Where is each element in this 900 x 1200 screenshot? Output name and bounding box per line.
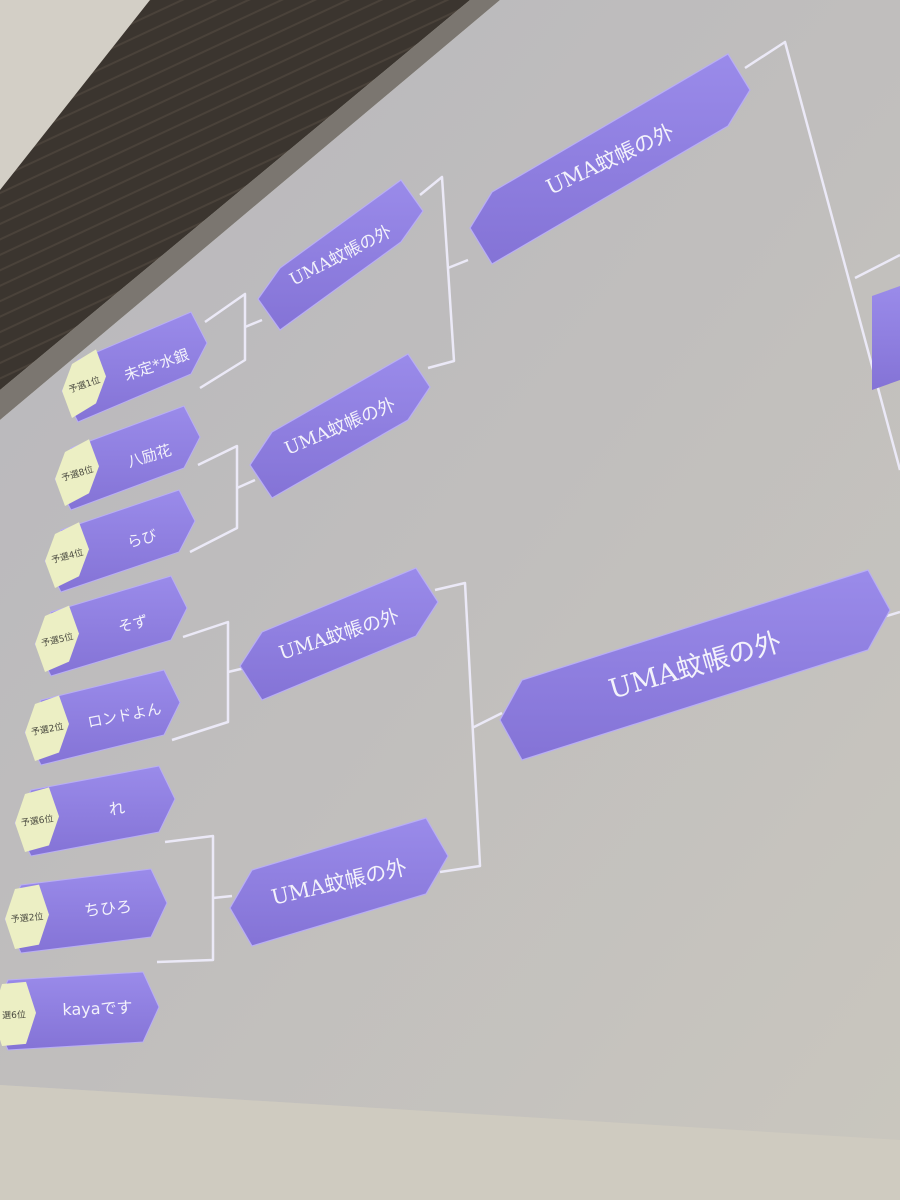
lower-wall — [0, 1085, 900, 1200]
entrant-name: kayaです — [62, 998, 133, 1019]
entrant-box — [0, 971, 160, 1051]
round-boxes: UMA蚊帳の外UMA蚊帳の外UMA蚊帳の外UMA蚊帳の外UMA蚊帳の外UMA蚊帳… — [229, 53, 891, 947]
seed-badge — [55, 439, 99, 506]
round2-match-4: UMA蚊帳の外 — [229, 817, 449, 947]
match-box — [249, 353, 431, 499]
seed-badge — [45, 522, 89, 588]
seed-label: 選6位 — [2, 1009, 26, 1022]
entrant-name: れ — [108, 798, 127, 819]
seed-label: 予選2位 — [10, 910, 44, 925]
entrant-5: 予選2位ロンドよん — [24, 669, 181, 766]
offscreen-final-box — [872, 286, 900, 390]
seed-badge — [35, 605, 79, 672]
seed-badge — [25, 695, 69, 761]
seed-badge — [62, 349, 106, 418]
round3-match-1: UMA蚊帳の外 — [469, 53, 751, 265]
seed-badge — [0, 981, 36, 1046]
seed-badge — [15, 787, 59, 852]
entrant-name: ちひろ — [83, 897, 132, 920]
entrant-8: 選6位 kayaです — [0, 971, 160, 1051]
seed-badge — [5, 884, 49, 949]
bracket-lines — [156, 40, 900, 964]
match-box — [499, 569, 891, 761]
match-box — [469, 53, 751, 265]
entrant-7: 予選2位 ちひろ — [4, 868, 168, 954]
projection-screen — [0, 0, 900, 1140]
match-box — [229, 817, 449, 947]
match-box — [257, 179, 424, 331]
match-box — [239, 567, 439, 701]
entrant-list: 予選1位未定*水銀予選8位八励花予選4位らび予選5位そず予選2位ロンドよん予選6… — [0, 311, 208, 1051]
